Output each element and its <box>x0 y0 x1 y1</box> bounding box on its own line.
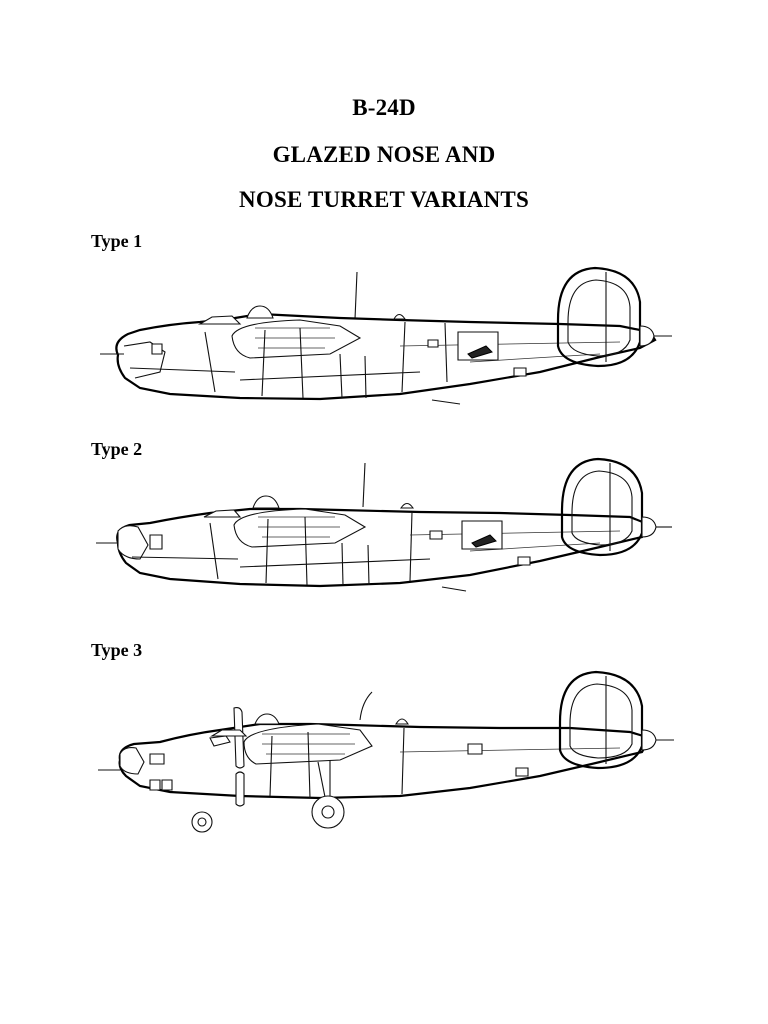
type-2-aircraft-drawing <box>0 455 768 605</box>
document-subtitle-line-2: NOSE TURRET VARIANTS <box>239 187 529 212</box>
type-1-label: Type 1 <box>91 231 143 251</box>
type-3-label: Type 3 <box>91 640 143 660</box>
document-subtitle-line-1: GLAZED NOSE AND <box>272 142 496 167</box>
document-title: B-24D <box>352 95 416 120</box>
type-1-aircraft-drawing <box>0 262 768 412</box>
type-2-label: Type 2 <box>91 439 143 459</box>
type-3-aircraft-drawing <box>0 662 768 842</box>
